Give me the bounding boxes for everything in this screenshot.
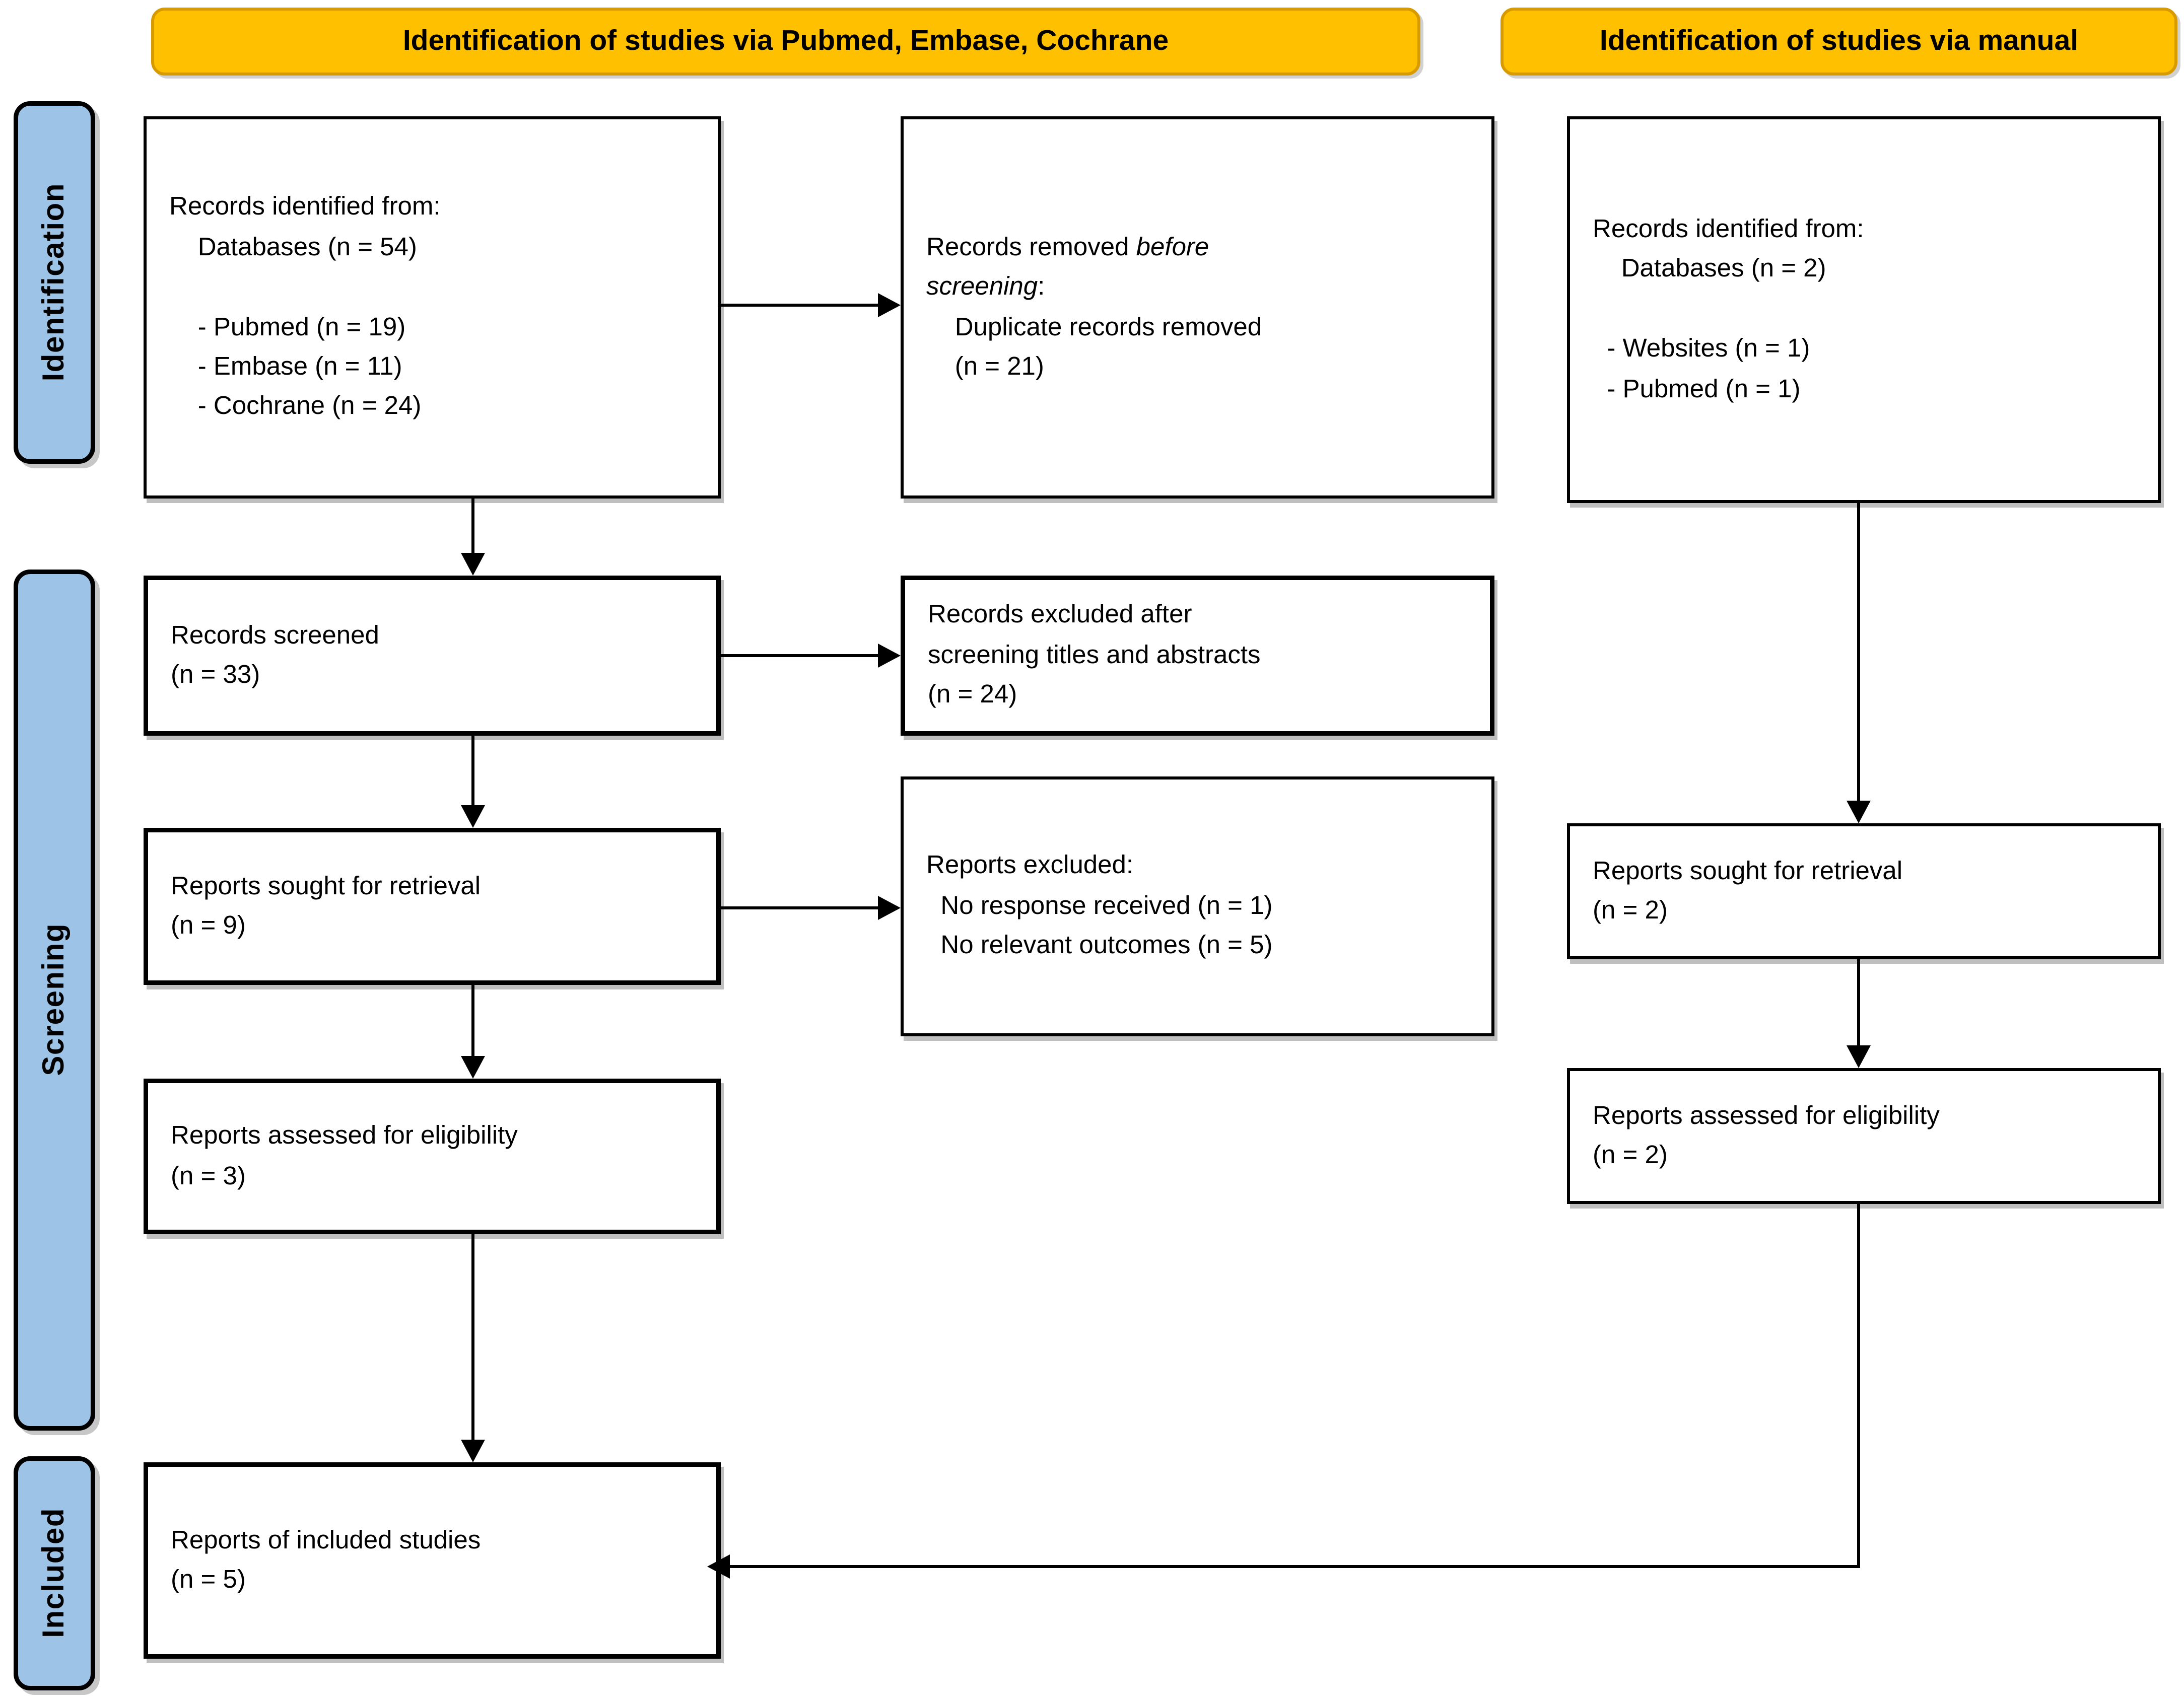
stage-label-included: Included	[14, 1456, 95, 1690]
arrow-identified-to-screened-head	[461, 553, 485, 576]
records-removed-italic: before screening	[926, 232, 1209, 301]
arrow-manual-identified-to-sought-line	[1857, 503, 1860, 802]
arrow-identified-to-screened-line	[471, 499, 474, 554]
banner-right-label: Identification of studies via manual	[1599, 25, 2079, 57]
records-removed-prefix: Records removed	[926, 232, 1136, 261]
box-reports-assessed: Reports assessed for eligibility (n = 3)	[144, 1079, 721, 1234]
records-screened-text: Records screened (n = 33)	[171, 620, 379, 689]
box-records-identified-databases: Records identified from: Databases (n = …	[144, 116, 721, 499]
box-reports-sought: Reports sought for retrieval (n = 9)	[144, 828, 721, 985]
manual-assessed-text: Reports assessed for eligibility (n = 2)	[1593, 1100, 1940, 1169]
manual-identified-text: Records identified from: Databases (n = …	[1593, 215, 1864, 403]
arrow-manual-identified-to-sought-head	[1847, 801, 1871, 823]
box-manual-identified: Records identified from: Databases (n = …	[1567, 116, 2161, 503]
banner-left-label: Identification of studies via Pubmed, Em…	[402, 25, 1169, 57]
stage-label-screening: Screening	[14, 570, 95, 1431]
arrow-manual-sought-to-assessed-head	[1847, 1045, 1871, 1068]
connector-manual-to-included-head	[707, 1554, 730, 1579]
banner-identification-databases: Identification of studies via Pubmed, Em…	[151, 8, 1420, 76]
records-excluded-text: Records excluded after screening titles …	[928, 600, 1261, 709]
reports-assessed-text: Reports assessed for eligibility (n = 3)	[171, 1121, 518, 1190]
box-reports-excluded: Reports excluded: No response received (…	[901, 776, 1494, 1036]
box-records-removed: Records removed before screening: Duplic…	[901, 116, 1494, 499]
arrow-sought-to-excluded-line	[721, 906, 881, 909]
arrow-screened-to-sought-head	[461, 805, 485, 828]
reports-excluded-text: Reports excluded: No response received (…	[926, 851, 1273, 960]
box-manual-sought: Reports sought for retrieval (n = 2)	[1567, 823, 2161, 959]
reports-sought-text: Reports sought for retrieval (n = 9)	[171, 871, 481, 940]
included-label: Included	[37, 1508, 71, 1639]
stage-label-identification: Identification	[14, 101, 95, 464]
box-records-excluded: Records excluded after screening titles …	[901, 576, 1494, 736]
box-reports-included: Reports of included studies (n = 5)	[144, 1462, 721, 1659]
box-manual-assessed: Reports assessed for eligibility (n = 2)	[1567, 1068, 2161, 1204]
arrow-assessed-to-included-line	[471, 1234, 474, 1441]
arrow-screened-to-excluded-head	[878, 644, 901, 668]
banner-identification-manual: Identification of studies via manual	[1500, 8, 2177, 76]
records-identified-text: Records identified from: Databases (n = …	[169, 192, 441, 420]
screening-label: Screening	[37, 924, 71, 1077]
arrow-manual-sought-to-assessed-line	[1857, 959, 1860, 1047]
reports-included-text: Reports of included studies (n = 5)	[171, 1525, 481, 1594]
records-removed-text: Records removed before screening: Duplic…	[926, 228, 1262, 387]
connector-manual-to-included-vertical	[1857, 1204, 1860, 1568]
arrow-identified-to-removed-head	[878, 293, 901, 317]
arrow-identified-to-removed-line	[721, 304, 881, 307]
arrow-sought-to-excluded-head	[878, 896, 901, 920]
manual-sought-text: Reports sought for retrieval (n = 2)	[1593, 856, 1903, 925]
arrow-sought-to-assessed-line	[471, 985, 474, 1057]
box-records-screened: Records screened (n = 33)	[144, 576, 721, 736]
arrow-sought-to-assessed-head	[461, 1056, 485, 1079]
arrow-screened-to-excluded-line	[721, 654, 881, 657]
connector-manual-to-included-horizontal	[728, 1565, 1860, 1568]
arrow-assessed-to-included-head	[461, 1440, 485, 1462]
arrow-screened-to-sought-line	[471, 736, 474, 807]
identification-label: Identification	[37, 183, 71, 382]
records-removed-rest: : Duplicate records removed (n = 21)	[954, 272, 1262, 381]
